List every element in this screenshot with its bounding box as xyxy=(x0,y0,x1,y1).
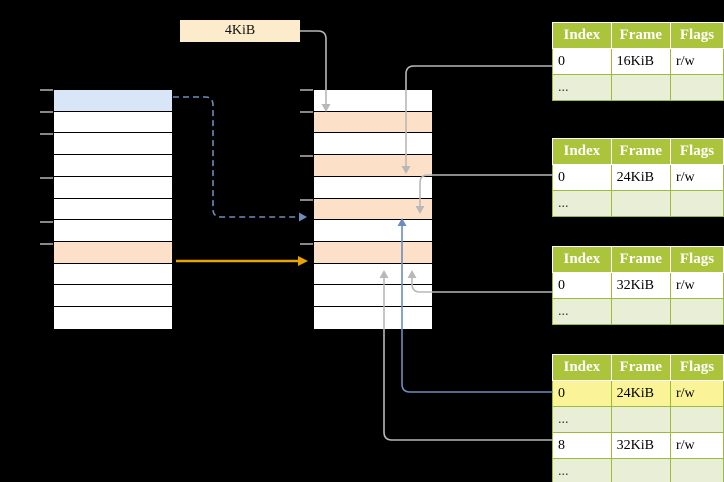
column-header-index: Index xyxy=(552,246,612,273)
column-header-flags: Flags xyxy=(669,354,724,381)
cell-flags: r/w xyxy=(669,272,724,299)
cell-frame xyxy=(610,298,671,325)
cell-index: 0 xyxy=(552,380,612,407)
cell-frame: 24KiB xyxy=(610,380,671,407)
ruler-tick xyxy=(40,221,53,223)
arrow-table3-to-frame xyxy=(407,270,553,293)
memory-row xyxy=(54,111,172,134)
ruler-tick xyxy=(40,177,53,179)
column-header-index: Index xyxy=(552,138,612,165)
size-label-4kib: 4KiB xyxy=(180,20,300,42)
column-header-index: Index xyxy=(552,354,612,381)
cell-index: 0 xyxy=(552,272,612,299)
cell-flags: r/w xyxy=(669,164,724,191)
memory-row xyxy=(54,263,172,286)
memory-row xyxy=(314,176,432,199)
cell-flags xyxy=(669,406,724,433)
cell-frame: 16KiB xyxy=(610,48,671,75)
table-row: ... xyxy=(552,458,724,482)
memory-row xyxy=(314,285,432,308)
cell-flags xyxy=(669,298,724,325)
memory-row xyxy=(54,90,172,112)
memory-row xyxy=(314,111,432,134)
memory-row xyxy=(54,155,172,177)
memory-row xyxy=(314,133,432,156)
cell-index: 0 xyxy=(552,164,612,191)
arrow-table2-to-frame xyxy=(415,174,553,214)
ruler-tick xyxy=(300,243,313,245)
table-row: ... xyxy=(552,298,724,325)
cell-index: ... xyxy=(552,458,612,482)
cell-index: 0 xyxy=(552,48,612,75)
cell-frame: 32KiB xyxy=(610,432,671,459)
cell-flags xyxy=(669,458,724,482)
memory-row xyxy=(54,285,172,308)
table-row: ... xyxy=(552,190,724,217)
ruler-tick xyxy=(40,243,53,245)
memory-row xyxy=(314,155,432,177)
cell-frame: 24KiB xyxy=(610,164,671,191)
cell-index: ... xyxy=(552,190,612,217)
cell-frame xyxy=(610,190,671,217)
arrow-virtual-to-physical-dashed xyxy=(173,96,307,222)
memory-row xyxy=(54,220,172,243)
ruler-tick xyxy=(40,89,53,91)
memory-row xyxy=(54,133,172,156)
memory-row xyxy=(54,198,172,221)
physical-memory-column xyxy=(313,89,433,331)
column-header-frame: Frame xyxy=(610,246,671,273)
cell-flags xyxy=(669,74,724,101)
cell-index: ... xyxy=(552,74,612,101)
table-row: ... xyxy=(552,74,724,101)
ruler-tick xyxy=(40,133,53,135)
memory-row xyxy=(54,176,172,199)
column-header-frame: Frame xyxy=(610,22,671,49)
column-header-index: Index xyxy=(552,22,612,49)
cell-frame xyxy=(610,406,671,433)
memory-row xyxy=(314,90,432,112)
cell-flags: r/w xyxy=(669,48,724,75)
cell-flags: r/w xyxy=(669,432,724,459)
cell-frame xyxy=(610,458,671,482)
memory-row xyxy=(314,198,432,221)
cell-flags xyxy=(669,190,724,217)
cell-index: ... xyxy=(552,298,612,325)
memory-row xyxy=(54,307,172,329)
cell-flags: r/w xyxy=(669,380,724,407)
column-header-flags: Flags xyxy=(669,246,724,273)
cell-frame xyxy=(610,74,671,101)
column-header-frame: Frame xyxy=(610,138,671,165)
ruler-tick xyxy=(300,111,313,113)
cell-index: ... xyxy=(552,406,612,433)
ruler-tick xyxy=(40,111,53,113)
memory-row xyxy=(314,242,432,264)
memory-row xyxy=(314,307,432,329)
cell-index: 8 xyxy=(552,432,612,459)
table-row: ... xyxy=(552,406,724,433)
ruler-tick xyxy=(300,199,313,201)
virtual-address-column xyxy=(53,89,173,331)
ruler-tick xyxy=(300,155,313,157)
column-header-flags: Flags xyxy=(669,22,724,49)
column-header-flags: Flags xyxy=(669,138,724,165)
memory-row xyxy=(314,263,432,286)
memory-row xyxy=(314,220,432,243)
cell-frame: 32KiB xyxy=(610,272,671,299)
ruler-tick xyxy=(300,89,313,91)
column-header-frame: Frame xyxy=(610,354,671,381)
memory-row xyxy=(54,242,172,264)
